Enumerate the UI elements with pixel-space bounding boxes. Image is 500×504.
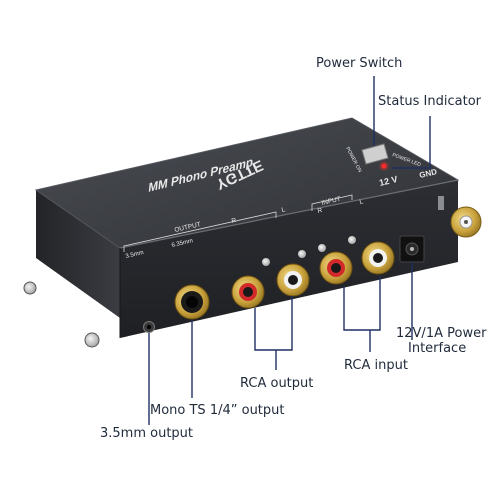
panel-size-635: 6.35mm (171, 238, 193, 249)
chassis-side (36, 190, 120, 318)
label-power-interface-1: 12V/1A Power (396, 326, 487, 341)
jack-35mm[interactable] (143, 321, 155, 333)
label-mono-output: Mono TS 1/4” output (150, 403, 285, 418)
label-status-indicator: Status Indicator (378, 94, 482, 109)
mono-ts-jack[interactable] (174, 284, 210, 320)
rca-input-right[interactable] (319, 251, 353, 285)
panel-output-l: L (281, 206, 286, 214)
status-led (381, 163, 387, 169)
label-power-interface-2: Interface (408, 341, 467, 356)
panel-size-35: 3.5mm (125, 250, 144, 260)
rca-output-left[interactable] (276, 263, 310, 297)
panel-input-l: L (359, 198, 364, 206)
label-rca-input: RCA input (344, 358, 408, 373)
screw-icon (23, 281, 37, 295)
callout-lines (148, 76, 431, 425)
power-switch[interactable] (361, 143, 389, 165)
label-power-switch: Power Switch (316, 56, 403, 71)
rca-input-left[interactable] (361, 241, 395, 275)
label-rca-output: RCA output (240, 376, 314, 391)
panel-gnd: GND (418, 167, 438, 180)
screw-icon (84, 332, 100, 348)
panel-voltage: 12 V (378, 174, 398, 188)
panel-input-r: R (317, 207, 323, 215)
rca-output-right[interactable] (231, 275, 265, 309)
panel-input-label: INPUT (321, 196, 342, 207)
label-35mm-output: 3.5mm output (100, 426, 194, 441)
